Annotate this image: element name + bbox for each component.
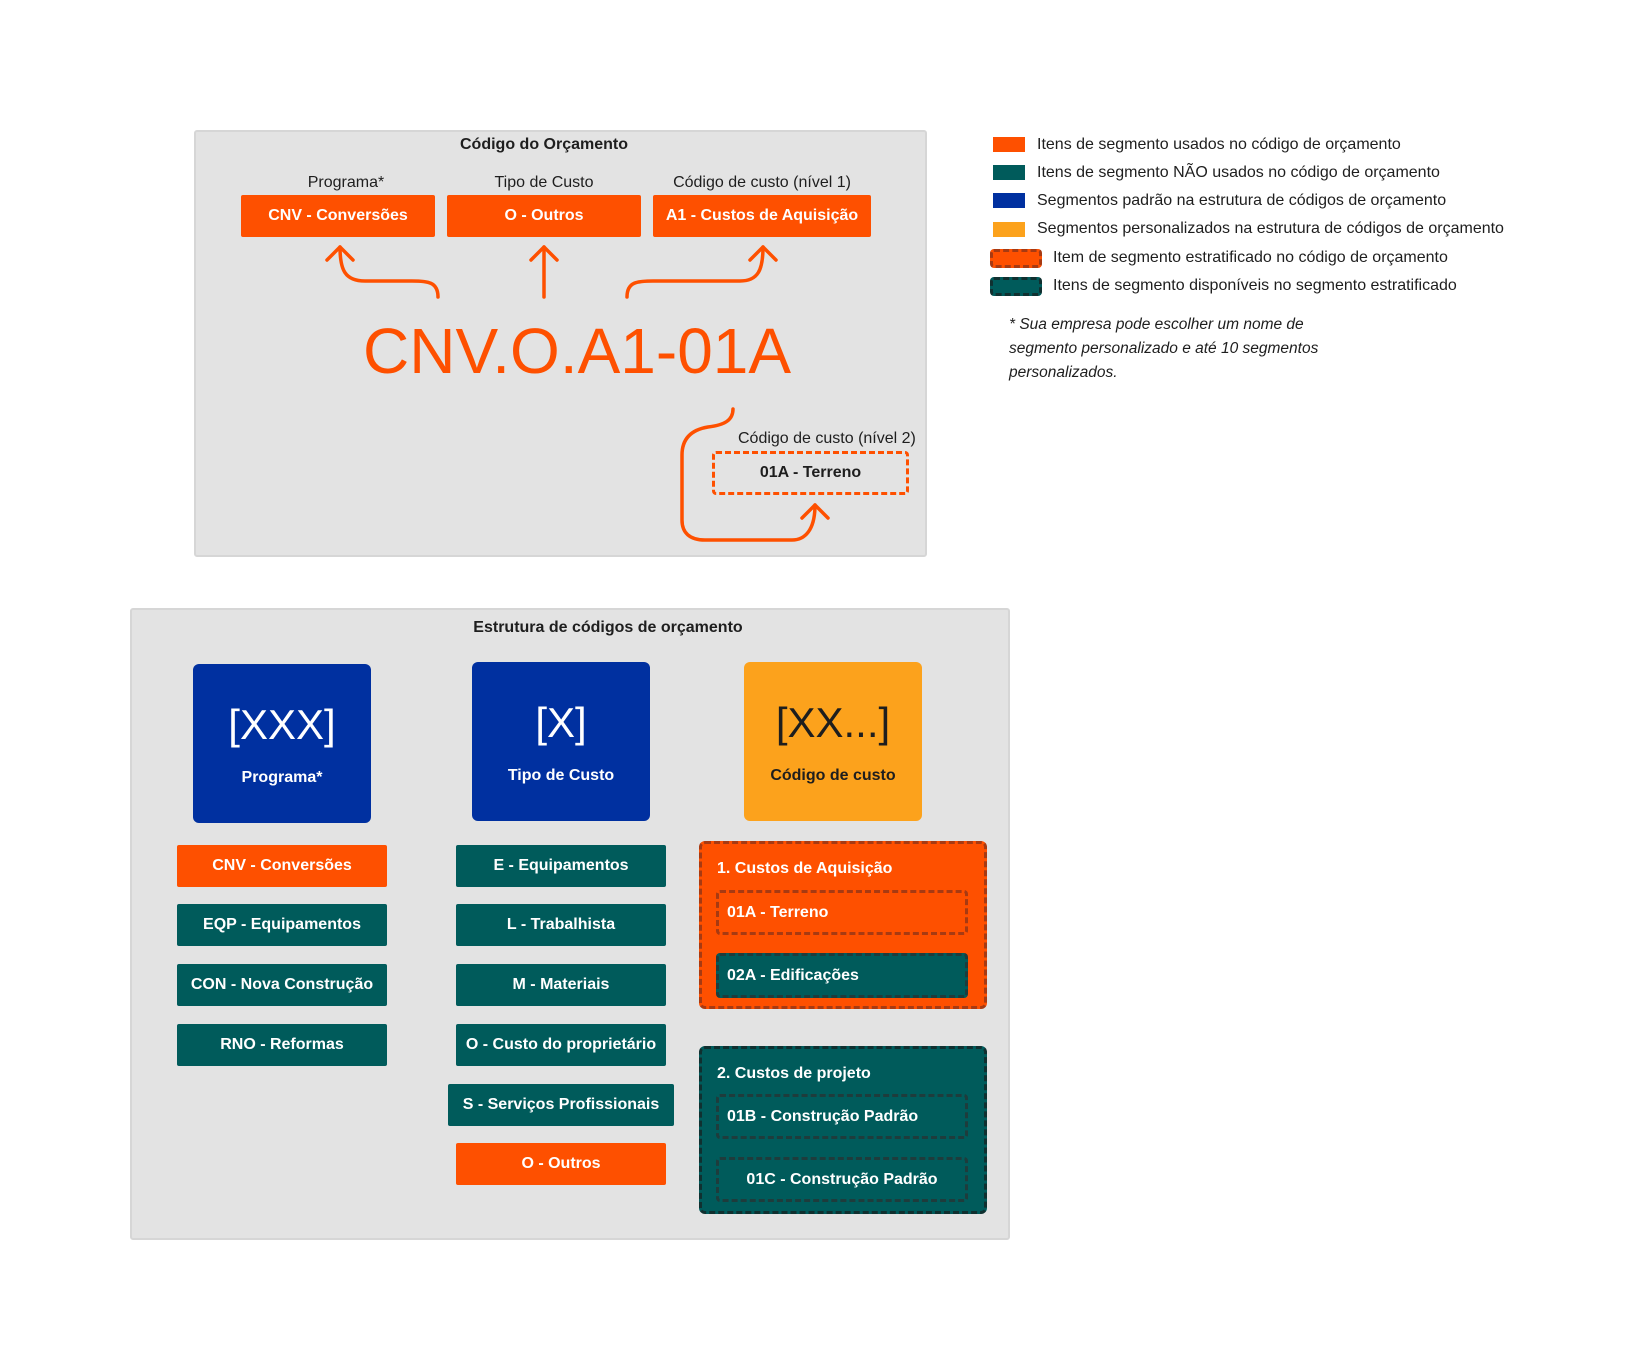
legend-swatch-custom bbox=[993, 222, 1025, 237]
code-box-tipo-custo: O - Outros bbox=[447, 195, 641, 237]
segment-header-programa-name: Programa* bbox=[241, 768, 323, 786]
code-box-programa: CNV - Conversões bbox=[241, 195, 435, 237]
legend-swatch-used bbox=[993, 137, 1025, 152]
programa-item: RNO - Reformas bbox=[177, 1024, 387, 1066]
stratified-item-construcao-padrao: 01C - Construção Padrão bbox=[716, 1157, 968, 1202]
legend-swatch-stratified-available bbox=[990, 277, 1042, 296]
segment-header-tipo-custo-name: Tipo de Custo bbox=[507, 766, 615, 784]
legend-swatch-not-used bbox=[993, 165, 1025, 180]
segment-label-tipo-custo: Tipo de Custo bbox=[494, 174, 594, 191]
segment-label-codigo-custo-1: Código de custo (nível 1) bbox=[673, 174, 851, 191]
legend-footnote: * Sua empresa pode escolher um nome de s… bbox=[1009, 316, 1319, 381]
tipo-custo-item: O - Custo do proprietário bbox=[456, 1024, 666, 1066]
segment-header-tipo-custo: [X] Tipo de Custo bbox=[472, 662, 650, 821]
programa-item: CON - Nova Construção bbox=[177, 964, 387, 1006]
stratified-group-aquisicao-title: 1. Custos de Aquisição bbox=[717, 860, 893, 877]
budget-structure-title: Estrutura de códigos de orçamento bbox=[473, 619, 743, 636]
tipo-custo-item: M - Materiais bbox=[456, 964, 666, 1006]
legend-text-not-used: Itens de segmento NÃO usados no código d… bbox=[1037, 164, 1440, 181]
legend-text-stratified-available: Itens de segmento disponíveis no segment… bbox=[1053, 277, 1457, 294]
tipo-custo-item: S - Serviços Profissionais bbox=[448, 1084, 674, 1126]
stratified-item-terreno: 01A - Terreno bbox=[716, 890, 968, 935]
programa-item: EQP - Equipamentos bbox=[177, 904, 387, 946]
segment-header-codigo-custo-name: Código de custo bbox=[770, 766, 896, 784]
code-box-codigo-custo-1: A1 - Custos de Aquisição bbox=[653, 195, 871, 237]
legend-text-standard: Segmentos padrão na estrutura de códigos… bbox=[1037, 192, 1447, 209]
stratified-group-projeto-title: 2. Custos de projeto bbox=[717, 1065, 871, 1082]
legend-text-stratified-used: Item de segmento estratificado no código… bbox=[1053, 249, 1448, 266]
stratified-group-projeto bbox=[699, 1046, 987, 1214]
programa-item: CNV - Conversões bbox=[177, 845, 387, 887]
segment-header-tipo-custo-code: [X] bbox=[535, 698, 587, 746]
budget-code-value: CNV.O.A1-01A bbox=[363, 315, 792, 387]
tipo-custo-item: E - Equipamentos bbox=[456, 845, 666, 887]
segment-label-codigo-custo-2: Código de custo (nível 2) bbox=[738, 430, 916, 447]
segment-header-codigo-custo-code: [XX...] bbox=[775, 698, 891, 746]
segment-header-codigo-custo: [XX...] Código de custo bbox=[744, 662, 922, 821]
budget-code-title: Código do Orçamento bbox=[460, 136, 628, 153]
segment-label-programa: Programa* bbox=[307, 174, 385, 191]
legend-swatch-standard bbox=[993, 193, 1025, 208]
stratified-item-edificacoes: 02A - Edificações bbox=[716, 953, 968, 998]
stratified-item-construcao-padrao: 01B - Construção Padrão bbox=[716, 1094, 968, 1139]
segment-header-programa-code: [XXX] bbox=[228, 700, 336, 748]
code-box-codigo-custo-2: 01A - Terreno bbox=[712, 451, 909, 495]
tipo-custo-item: L - Trabalhista bbox=[456, 904, 666, 946]
legend-text-used: Itens de segmento usados no código de or… bbox=[1037, 136, 1401, 153]
legend-swatch-stratified-used bbox=[990, 249, 1042, 268]
segment-header-programa: [XXX] Programa* bbox=[193, 664, 371, 823]
tipo-custo-item: O - Outros bbox=[456, 1143, 666, 1185]
legend-text-custom: Segmentos personalizados na estrutura de… bbox=[1037, 220, 1504, 237]
